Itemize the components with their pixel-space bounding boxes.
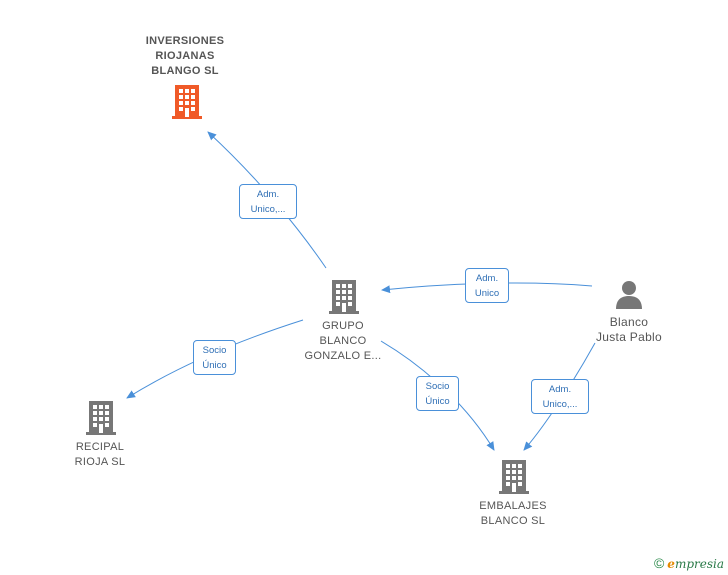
building-icon[interactable] [85,400,117,436]
node-label-recipal: RECIPAL RIOJA SL [74,441,126,468]
brand-logo: empresia [667,557,724,571]
brand-footer: ©empresia [654,555,724,571]
building-icon[interactable] [328,279,360,315]
node-label-embalajes: EMBALAJES BLANCO SL [479,500,547,527]
copyright-symbol: © [653,555,665,571]
edge-label-grupo-recipal[interactable]: Socio Único [193,340,236,375]
edge-label-grupo-embalajes[interactable]: Socio Único [416,376,459,411]
node-label-grupo: GRUPO BLANCO GONZALO E... [304,320,382,362]
person-icon[interactable] [613,279,645,311]
edge-label-blanco-embalajes[interactable]: Adm. Unico,... [531,379,589,414]
edge-label-blanco-grupo[interactable]: Adm. Unico [465,268,509,303]
building-icon[interactable] [498,459,530,495]
node-label-blanco-justa: Blanco Justa Pablo [595,315,662,344]
node-label-inversiones: INVERSIONES RIOJANAS BLANGO SL [145,35,225,77]
edge-label-grupo-inversiones[interactable]: Adm. Unico,... [239,184,297,219]
building-icon[interactable] [171,84,203,120]
